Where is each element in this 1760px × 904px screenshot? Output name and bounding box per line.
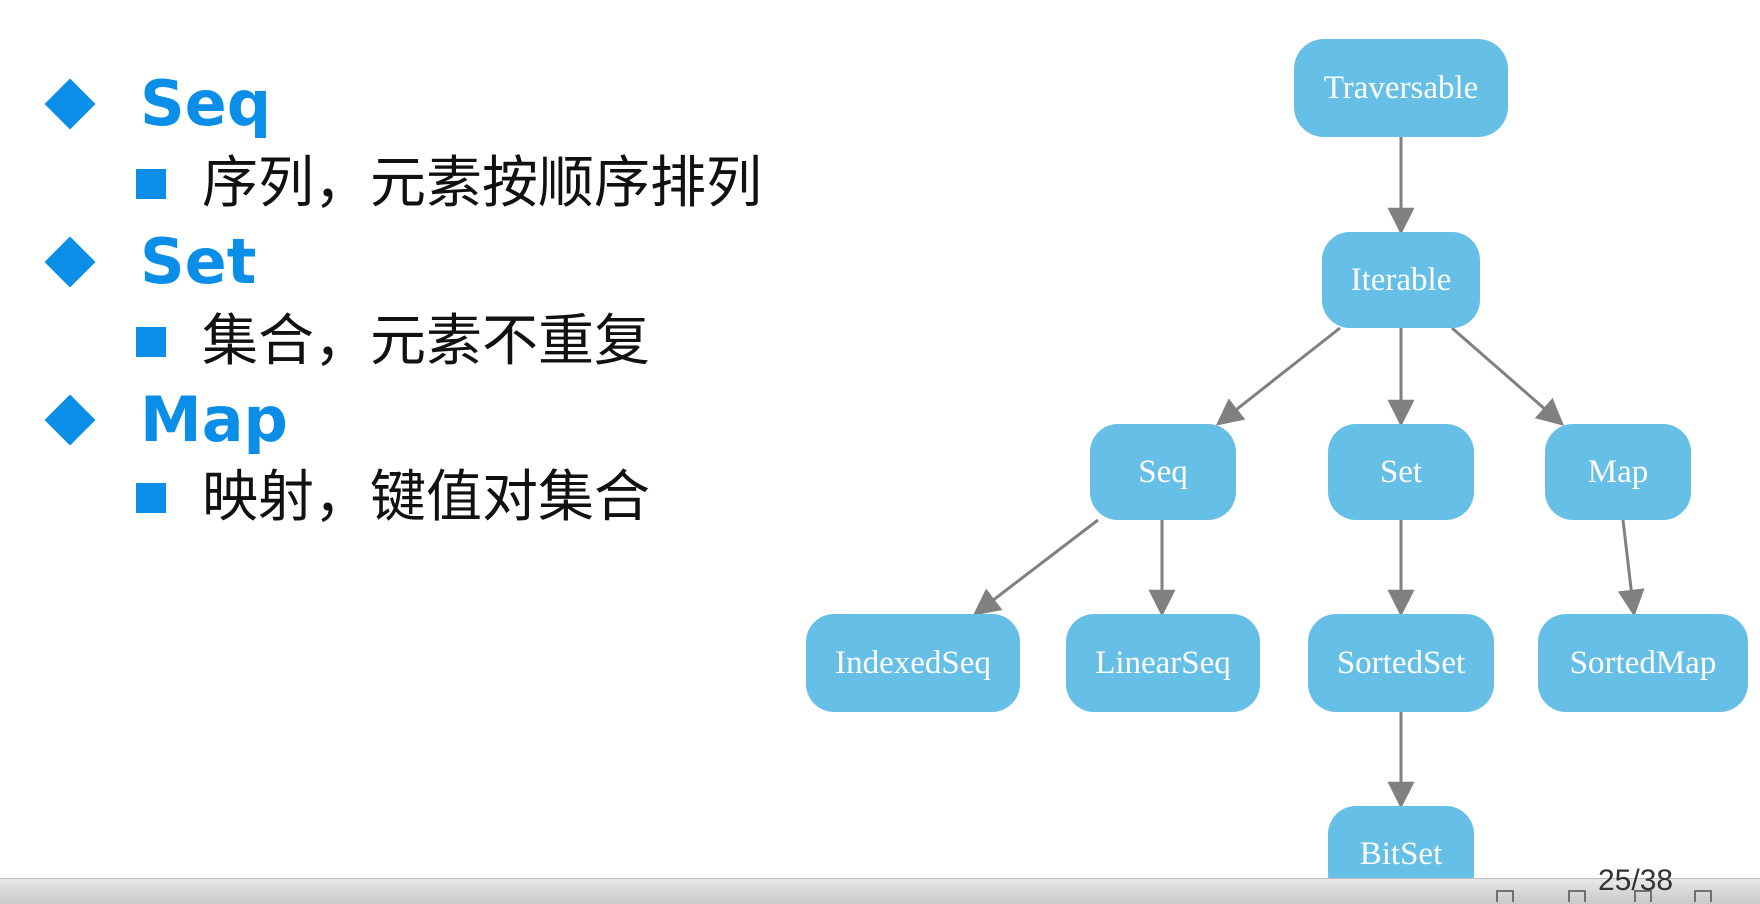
bullet-map-description: 映射，键值对集合 [202, 465, 650, 530]
bullet-set-description: 集合，元素不重复 [202, 309, 650, 374]
node-seq: Seq [1090, 424, 1236, 520]
node-sortedmap-label: SortedMap [1570, 645, 1717, 681]
volume-icon[interactable] [1634, 890, 1652, 902]
node-iterable: Iterable [1322, 232, 1480, 328]
node-map: Map [1545, 424, 1691, 520]
bullet-map: Map [40, 380, 288, 460]
bullet-seq-title: Seq [140, 67, 272, 140]
node-set-label: Set [1380, 454, 1422, 490]
edge-seq-indexedseq [972, 518, 1099, 616]
node-linearseq-label: LinearSeq [1095, 645, 1231, 681]
node-traversable-label: Traversable [1324, 70, 1479, 106]
square-bullet-icon [136, 169, 166, 199]
bullet-map-desc: 映射，键值对集合 [136, 458, 650, 538]
node-seq-label: Seq [1138, 454, 1188, 490]
node-linearseq: LinearSeq [1066, 614, 1260, 712]
bullet-set-desc: 集合，元素不重复 [136, 302, 650, 382]
node-sortedset-label: SortedSet [1337, 645, 1465, 681]
node-set: Set [1328, 424, 1474, 520]
settings-icon[interactable] [1568, 890, 1586, 902]
fullscreen-icon[interactable] [1694, 890, 1712, 902]
edge-iterable-map [1451, 326, 1565, 426]
node-indexedseq: IndexedSeq [806, 614, 1020, 712]
square-bullet-icon [136, 327, 166, 357]
bullet-seq-description: 序列，元素按顺序排列 [202, 151, 762, 216]
edge-iterable-seq [1215, 326, 1341, 426]
square-bullet-icon [136, 483, 166, 513]
bullet-set: Set [40, 222, 256, 302]
node-map-label: Map [1588, 454, 1649, 490]
bullet-seq: Seq [40, 64, 271, 144]
node-sortedset: SortedSet [1308, 614, 1494, 712]
node-traversable: Traversable [1294, 39, 1508, 137]
page-indicator: 25/38 [1598, 864, 1674, 897]
bullet-list: Seq 序列，元素按顺序排列 Set 集合，元素不重复 Map 映射，键值对集合 [0, 0, 820, 620]
node-bitset-label: BitSet [1360, 836, 1443, 872]
bullet-seq-desc: 序列，元素按顺序排列 [136, 144, 762, 224]
slide-view-icon[interactable] [1496, 890, 1514, 902]
presentation-control-bar [0, 878, 1760, 904]
node-indexedseq-label: IndexedSeq [835, 645, 991, 681]
bullet-set-title: Set [140, 225, 257, 298]
node-sortedmap: SortedMap [1538, 614, 1748, 712]
bullet-map-title: Map [140, 383, 288, 456]
edge-map-sortedmap [1617, 519, 1645, 617]
diagram-edges [972, 137, 1645, 809]
node-iterable-label: Iterable [1351, 262, 1452, 298]
